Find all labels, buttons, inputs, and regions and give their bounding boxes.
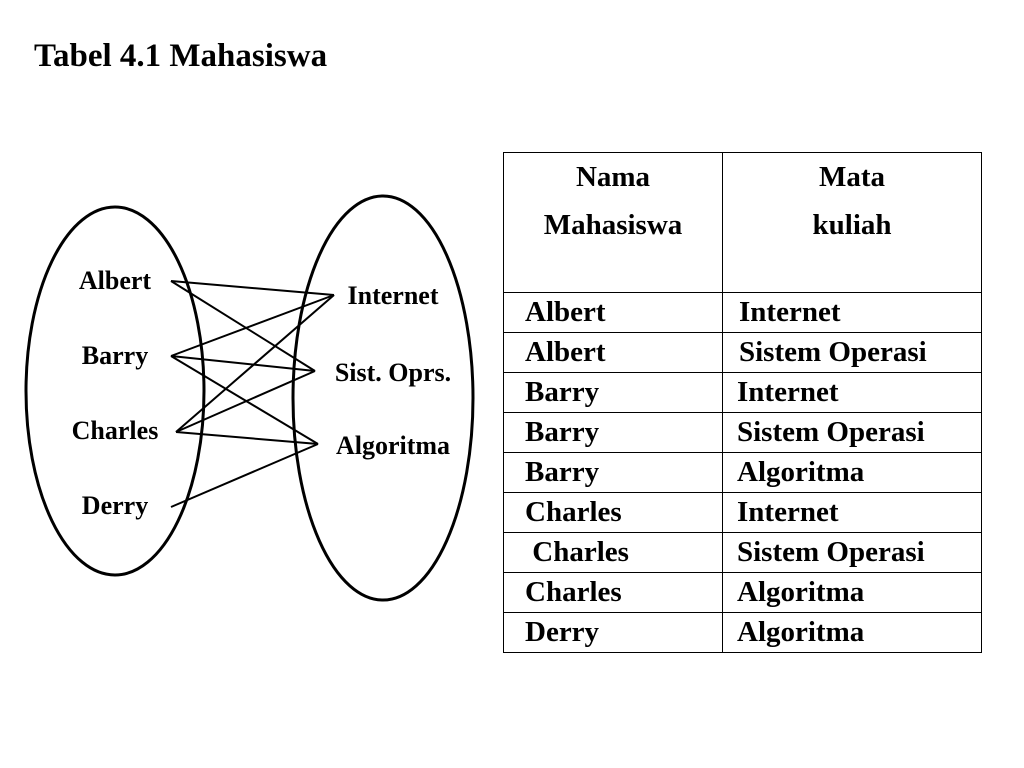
mapping-line [175, 294, 335, 433]
cell-course: Internet [722, 372, 982, 413]
table-row: Barry Sistem Operasi [503, 412, 982, 453]
domain-label-derry: Derry [82, 491, 148, 520]
mapping-line [170, 443, 319, 508]
header-nama-mahasiswa: Nama Mahasiswa [503, 152, 723, 293]
cell-course: Internet [722, 492, 982, 533]
cell-name: Barry [503, 412, 723, 453]
cell-name: Derry [503, 612, 723, 653]
codomain-set-ellipse [291, 194, 475, 602]
cell-name: Charles [503, 492, 723, 533]
mapping-lines [170, 280, 335, 508]
cell-name: Charles [503, 532, 723, 573]
cell-course: Sistem Operasi [722, 412, 982, 453]
cell-course: Algoritma [722, 572, 982, 613]
table-row: Charles Algoritma [503, 572, 982, 613]
header-mata-kuliah: Mata kuliah [722, 152, 982, 293]
header-line: Nama [575, 161, 651, 193]
cell-name: Albert [503, 332, 723, 373]
table-row: Charles Internet [503, 492, 982, 533]
domain-label-barry: Barry [82, 341, 148, 370]
cell-name: Barry [503, 452, 723, 493]
codomain-label-internet: Internet [348, 281, 439, 310]
student-course-table: Nama Mahasiswa Mata kuliah Albert Intern… [503, 152, 982, 653]
mapping-line [175, 431, 319, 445]
table-row: Albert Sistem Operasi [503, 332, 982, 373]
cell-name: Albert [503, 292, 723, 333]
cell-course: Algoritma [722, 452, 982, 493]
table-row: Barry Internet [503, 372, 982, 413]
cell-name: Barry [503, 372, 723, 413]
cell-course: Sistem Operasi [722, 532, 982, 573]
cell-course: Internet [722, 292, 982, 333]
domain-label-albert: Albert [79, 266, 152, 295]
mapping-line [170, 294, 335, 357]
cell-course: Sistem Operasi [722, 332, 982, 373]
table-row: Derry Algoritma [503, 612, 982, 653]
header-line: Mata [818, 161, 886, 193]
cell-course: Algoritma [722, 612, 982, 653]
table-row: Barry Algoritma [503, 452, 982, 493]
mapping-line [175, 370, 316, 433]
mapping-diagram: Albert Barry Charles Derry Internet Sist… [24, 194, 475, 602]
cell-name: Charles [503, 572, 723, 613]
page-title: Tabel 4.1 Mahasiswa [34, 38, 328, 74]
mapping-line [170, 355, 319, 445]
table-row: Charles Sistem Operasi [503, 532, 982, 573]
domain-label-charles: Charles [72, 416, 159, 445]
domain-set-ellipse [24, 205, 206, 577]
table-row: Albert Internet [503, 292, 982, 333]
header-line: kuliah [812, 209, 892, 241]
mapping-line [170, 280, 335, 296]
codomain-label-sist-oprs: Sist. Oprs. [335, 358, 451, 387]
header-line: Mahasiswa [543, 209, 683, 241]
codomain-label-algoritma: Algoritma [336, 431, 450, 460]
table-header-row: Nama Mahasiswa Mata kuliah [503, 152, 982, 293]
mapping-line [170, 355, 316, 372]
mapping-line [170, 280, 316, 372]
